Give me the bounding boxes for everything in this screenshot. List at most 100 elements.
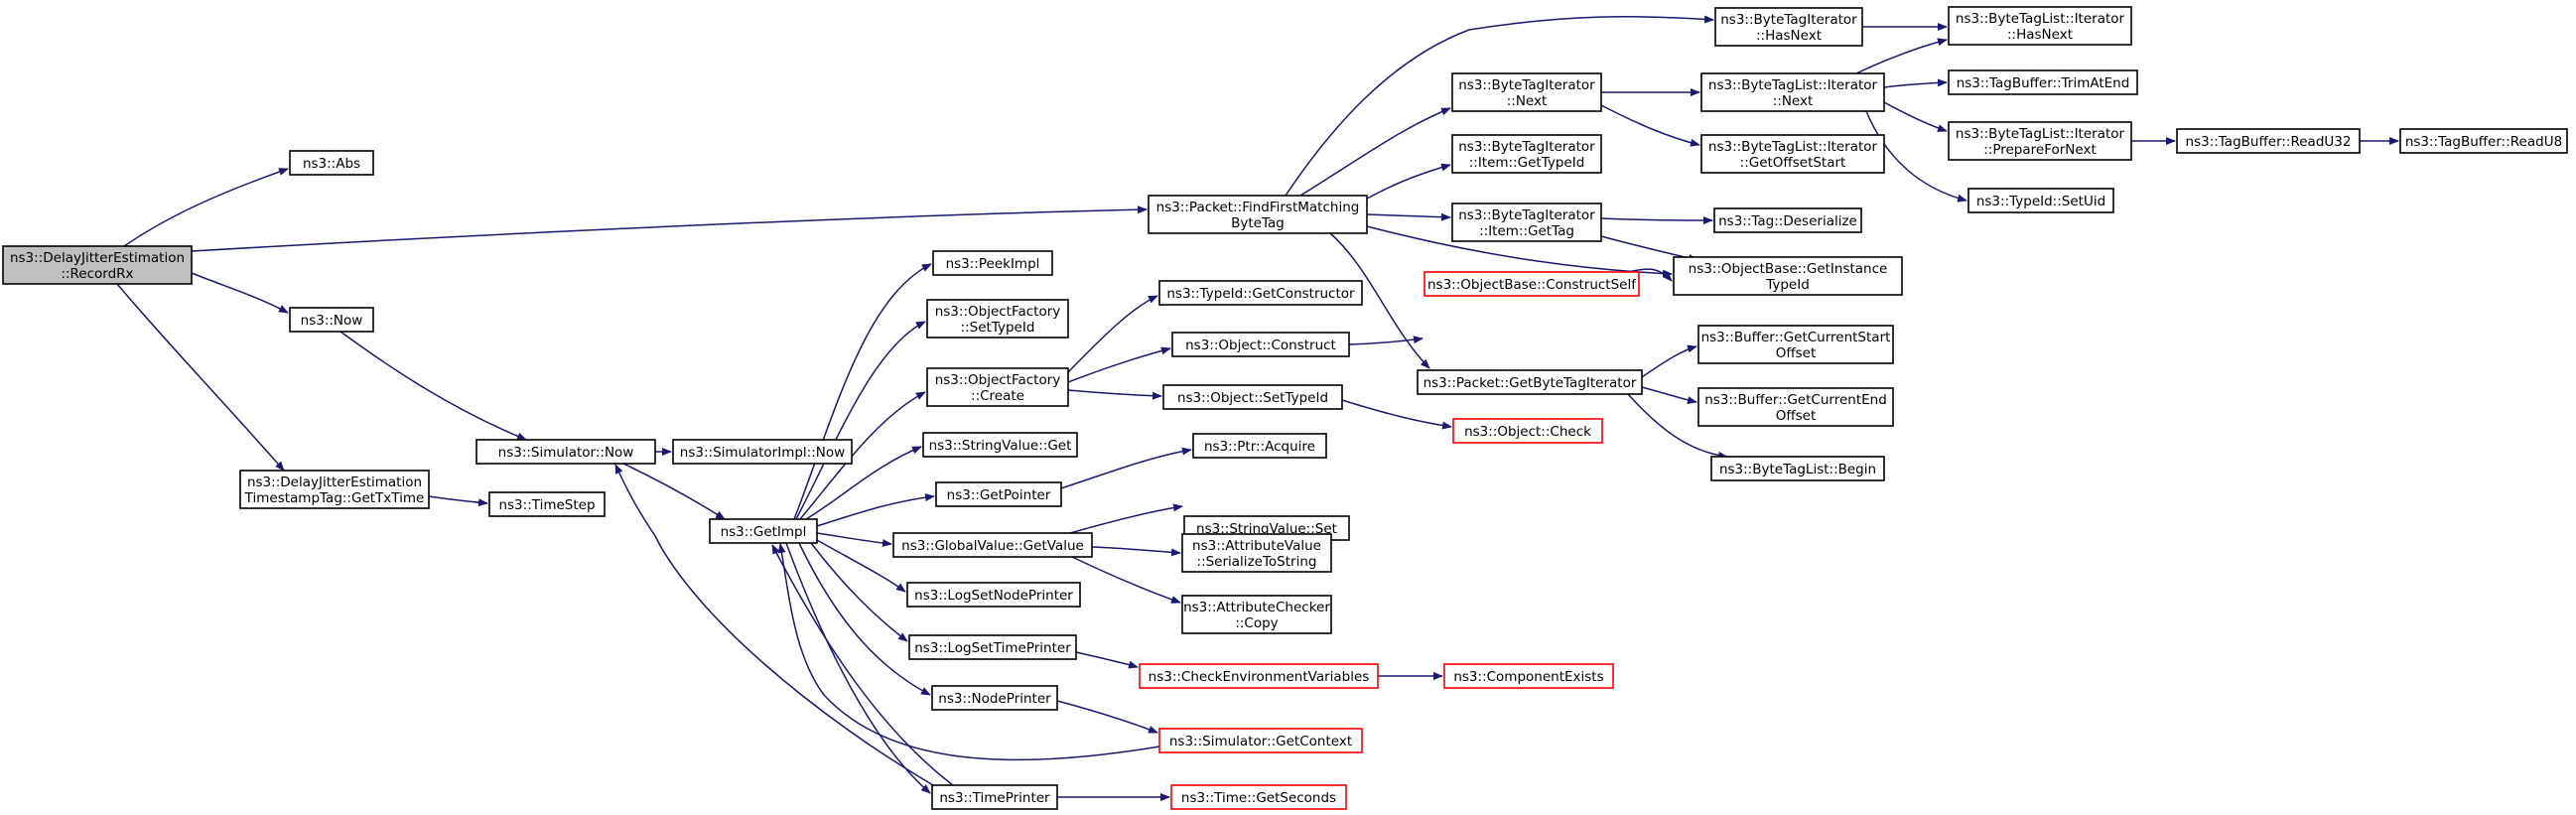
node-box-bufgetend[interactable]: [1697, 387, 1894, 427]
node-box-typeidsetuid[interactable]: [1967, 188, 2114, 213]
node-box-btiitemgettypeid[interactable]: [1451, 134, 1602, 174]
node-box-avserialize[interactable]: [1181, 533, 1332, 573]
node-simimplnow[interactable]: ns3::SimulatorImpl::Now: [672, 439, 853, 465]
node-nodeprinter[interactable]: ns3::NodePrinter: [931, 685, 1058, 711]
node-getimpl[interactable]: ns3::GetImpl: [709, 518, 818, 544]
node-box-ptracquire[interactable]: [1192, 433, 1327, 459]
node-box-btinext[interactable]: [1451, 72, 1602, 112]
node-box-logsettime[interactable]: [908, 634, 1077, 660]
node-btlihasnext[interactable]: ns3::ByteTagList::Iterator::HasNext: [1948, 6, 2132, 46]
node-box-ofcreate[interactable]: [926, 367, 1069, 407]
node-accopy[interactable]: ns3::AttributeChecker::Copy: [1181, 595, 1332, 634]
node-box-btihasnext[interactable]: [1714, 7, 1863, 47]
node-tbreadu8[interactable]: ns3::TagBuffer::ReadU8: [2399, 128, 2568, 154]
edge-getimpl-to-logsetnode: [816, 539, 906, 593]
node-box-getimpl[interactable]: [709, 518, 818, 544]
node-ptracquire[interactable]: ns3::Ptr::Acquire: [1192, 433, 1327, 459]
node-box-simgetctx[interactable]: [1158, 728, 1363, 753]
node-box-obconstructself[interactable]: [1424, 271, 1640, 297]
node-box-ofsettypeid[interactable]: [926, 299, 1069, 339]
node-box-gettxtime[interactable]: [239, 470, 430, 509]
node-ofcreate[interactable]: ns3::ObjectFactory::Create: [926, 367, 1069, 407]
node-typeidsetuid[interactable]: ns3::TypeId::SetUid: [1967, 188, 2114, 213]
node-objsettypeid[interactable]: ns3::Object::SetTypeId: [1162, 384, 1343, 410]
node-compexists[interactable]: ns3::ComponentExists: [1443, 663, 1614, 689]
node-logsettime[interactable]: ns3::LogSetTimePrinter: [908, 634, 1077, 660]
node-typeidgetctor[interactable]: ns3::TypeId::GetConstructor: [1158, 280, 1363, 306]
node-box-objconstruct[interactable]: [1171, 332, 1350, 357]
node-timegetsec[interactable]: ns3::Time::GetSeconds: [1170, 784, 1347, 810]
node-btiitemgettag[interactable]: ns3::ByteTagIterator::Item::GetTag: [1451, 203, 1602, 242]
node-avserialize[interactable]: ns3::AttributeValue::SerializeToString: [1181, 533, 1332, 573]
node-logsetnode[interactable]: ns3::LogSetNodePrinter: [906, 582, 1081, 608]
node-box-btiitemgettag[interactable]: [1451, 203, 1602, 242]
node-tbreadu32[interactable]: ns3::TagBuffer::ReadU32: [2176, 128, 2361, 154]
node-label-findfirst-line-0: ns3::Packet::FindFirstMatching: [1156, 200, 1360, 215]
node-objconstruct[interactable]: ns3::Object::Construct: [1171, 332, 1350, 357]
node-box-btligetoffset[interactable]: [1700, 134, 1885, 174]
node-box-nodeprinter[interactable]: [931, 685, 1058, 711]
node-strget[interactable]: ns3::StringValue::Get: [922, 432, 1078, 458]
node-obconstructself[interactable]: ns3::ObjectBase::ConstructSelf: [1424, 271, 1640, 297]
node-btiitemgettypeid[interactable]: ns3::ByteTagIterator::Item::GetTypeId: [1451, 134, 1602, 174]
node-box-btlihasnext[interactable]: [1948, 6, 2132, 46]
node-box-btlinext[interactable]: [1700, 72, 1885, 112]
node-box-findfirst[interactable]: [1148, 195, 1368, 234]
node-simgetctx[interactable]: ns3::Simulator::GetContext: [1158, 728, 1363, 753]
node-box-logsetnode[interactable]: [906, 582, 1081, 608]
node-box-tagdeser[interactable]: [1713, 207, 1862, 233]
node-box-now[interactable]: [289, 307, 374, 333]
node-box-simnow[interactable]: [475, 439, 656, 465]
node-box-timeprinter[interactable]: [931, 784, 1058, 810]
node-btlbegin[interactable]: ns3::ByteTagList::Begin: [1710, 456, 1885, 481]
node-box-tbreadu8[interactable]: [2399, 128, 2568, 154]
node-objcheck[interactable]: ns3::Object::Check: [1452, 418, 1603, 444]
node-box-accopy[interactable]: [1181, 595, 1332, 634]
node-box-timegetsec[interactable]: [1170, 784, 1347, 810]
node-box-btliprepare[interactable]: [1948, 121, 2132, 161]
node-box-tbreadu32[interactable]: [2176, 128, 2361, 154]
node-abs[interactable]: ns3::Abs: [289, 150, 374, 176]
node-box-simimplnow[interactable]: [672, 439, 853, 465]
node-box-objsettypeid[interactable]: [1162, 384, 1343, 410]
node-peekimpl[interactable]: ns3::PeekImpl: [932, 250, 1053, 276]
node-ofsettypeid[interactable]: ns3::ObjectFactory::SetTypeId: [926, 299, 1069, 339]
node-box-tbtrimatend[interactable]: [1948, 69, 2138, 95]
node-simnow[interactable]: ns3::Simulator::Now: [475, 439, 656, 465]
node-box-bufgetstart[interactable]: [1697, 325, 1894, 364]
node-now[interactable]: ns3::Now: [289, 307, 374, 333]
node-btliprepare[interactable]: ns3::ByteTagList::Iterator::PrepareForNe…: [1948, 121, 2132, 161]
node-box-compexists[interactable]: [1443, 663, 1614, 689]
node-box-abs[interactable]: [289, 150, 374, 176]
node-box-objcheck[interactable]: [1452, 418, 1603, 444]
node-box-getpointer[interactable]: [935, 481, 1062, 507]
node-btinext[interactable]: ns3::ByteTagIterator::Next: [1451, 72, 1602, 112]
node-tbtrimatend[interactable]: ns3::TagBuffer::TrimAtEnd: [1948, 69, 2138, 95]
node-btligetoffset[interactable]: ns3::ByteTagList::Iterator::GetOffsetSta…: [1700, 134, 1885, 174]
node-btihasnext[interactable]: ns3::ByteTagIterator::HasNext: [1714, 7, 1863, 47]
node-getpointer[interactable]: ns3::GetPointer: [935, 481, 1062, 507]
node-box-typeidgetctor[interactable]: [1158, 280, 1363, 306]
node-box-gvgetvalue[interactable]: [892, 532, 1093, 558]
node-root[interactable]: ns3::DelayJitterEstimation::RecordRx: [2, 245, 193, 285]
node-box-timestep[interactable]: [488, 491, 606, 517]
node-gettxtime[interactable]: ns3::DelayJitterEstimationTimestampTag::…: [239, 470, 430, 509]
node-btlinext[interactable]: ns3::ByteTagList::Iterator::Next: [1700, 72, 1885, 112]
node-box-strget[interactable]: [922, 432, 1078, 458]
node-box-obgetinst[interactable]: [1673, 256, 1903, 296]
node-checkenv[interactable]: ns3::CheckEnvironmentVariables: [1139, 663, 1379, 689]
node-box-peekimpl[interactable]: [932, 250, 1053, 276]
node-tagdeser[interactable]: ns3::Tag::Deserialize: [1713, 207, 1862, 233]
node-pktgetbti[interactable]: ns3::Packet::GetByteTagIterator: [1417, 369, 1643, 395]
node-box-pktgetbti[interactable]: [1417, 369, 1643, 395]
node-timestep[interactable]: ns3::TimeStep: [488, 491, 606, 517]
node-timeprinter[interactable]: ns3::TimePrinter: [931, 784, 1058, 810]
node-box-checkenv[interactable]: [1139, 663, 1379, 689]
node-box-root[interactable]: [2, 245, 193, 285]
node-gvgetvalue[interactable]: ns3::GlobalValue::GetValue: [892, 532, 1093, 558]
node-box-btlbegin[interactable]: [1710, 456, 1885, 481]
